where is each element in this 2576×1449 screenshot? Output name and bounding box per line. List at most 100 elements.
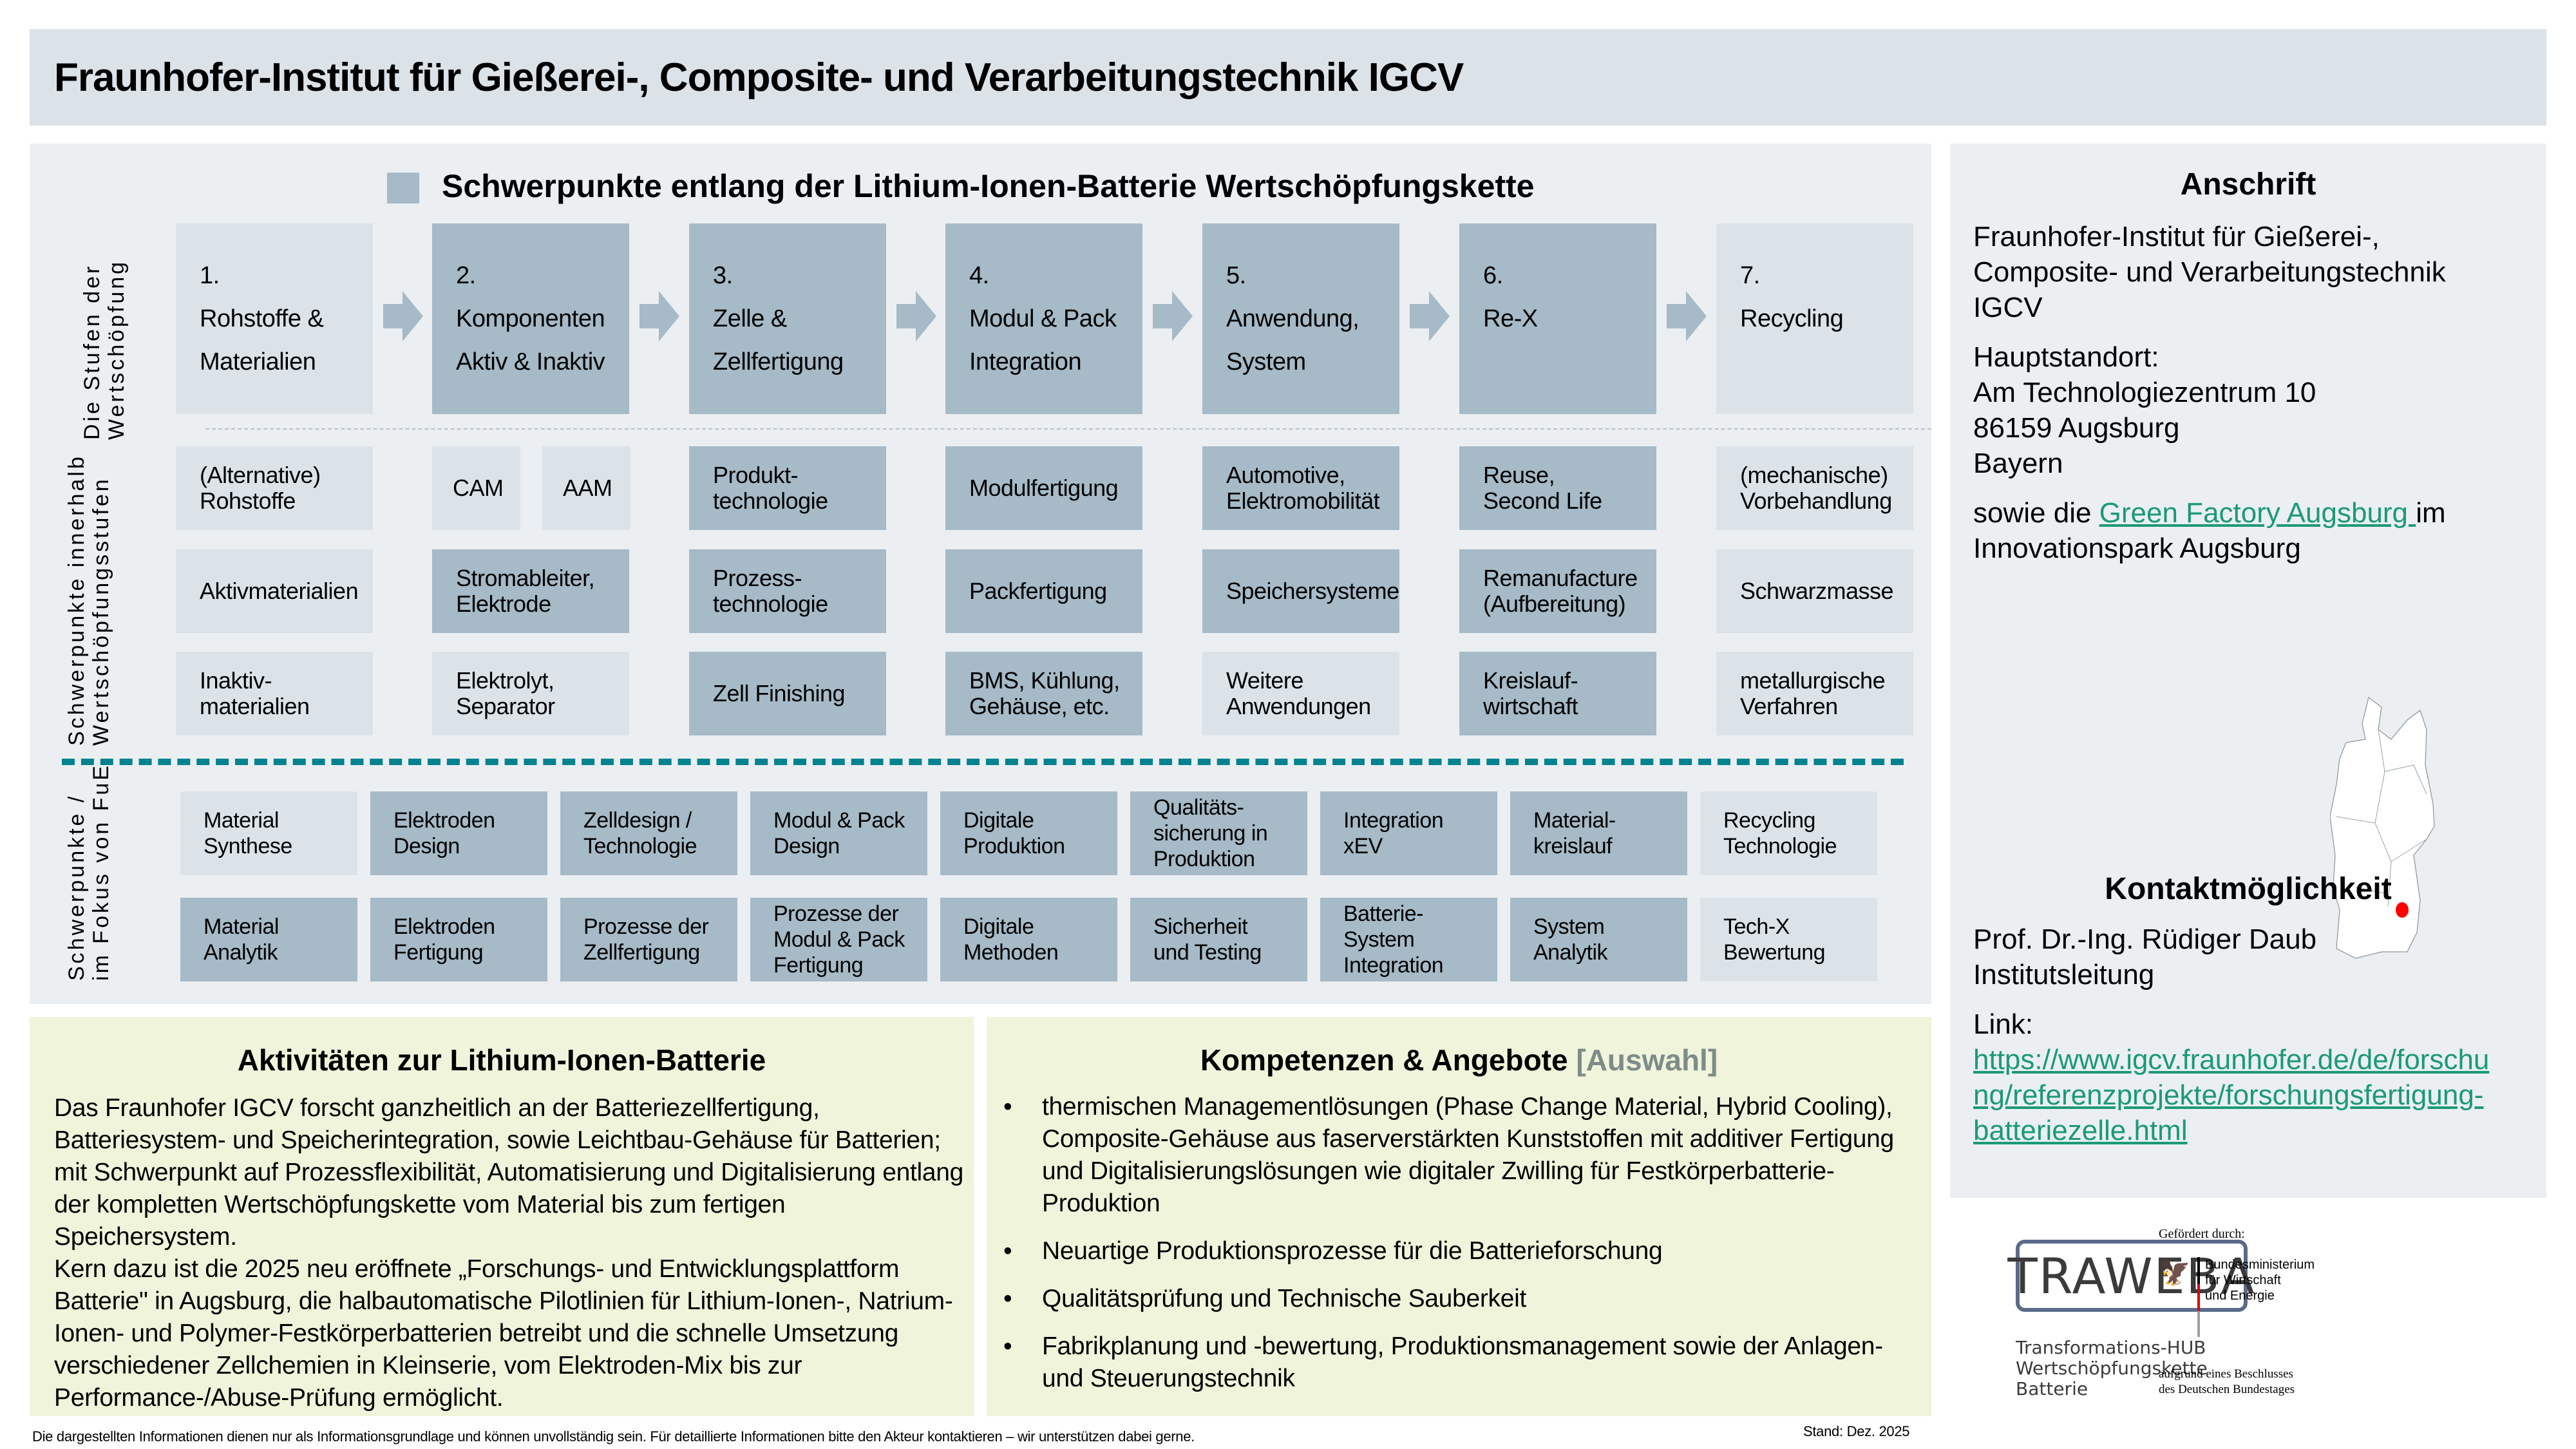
focus-cell: Kreislauf- wirtschaft	[1459, 652, 1656, 735]
stage-box: 6. Re-X	[1459, 223, 1656, 414]
arrow-right-icon	[1410, 291, 1450, 341]
stage-line1: Re-X	[1483, 305, 1538, 332]
value-chain-title: Schwerpunkte entlang der Lithium-Ionen-B…	[442, 168, 1535, 204]
traweba-logo: TRAWEBA Transformations-HUB Wertschöpfun…	[2007, 1240, 2255, 1399]
focus-cell: Modulfertigung	[945, 446, 1142, 530]
stage-number: 2.	[456, 262, 476, 289]
stage-line2	[1483, 341, 1656, 384]
row-label-stages: Die Stufen der Wertschöpfung	[80, 259, 129, 440]
page-title: Fraunhofer-Institut für Gießerei-, Compo…	[54, 55, 1464, 100]
address-city: 86159 Augsburg	[1973, 412, 2180, 444]
contact-block: Prof. Dr.-Ing. Rüdiger Daub Institutslei…	[1973, 922, 2489, 1148]
fue-cell: System Analytik	[1510, 898, 1687, 981]
stage-line2: Zellfertigung	[713, 348, 844, 375]
focus-cell: Produkt- technologie	[689, 446, 886, 530]
arrow-right-icon	[383, 291, 423, 341]
stage-line1: Rohstoffe &	[200, 305, 324, 332]
header-bar: Fraunhofer-Institut für Gießerei-, Compo…	[30, 29, 2546, 126]
focus-cell: CAM	[432, 446, 520, 530]
fue-cell: Recycling Technologie	[1700, 791, 1877, 875]
stage-number: 6.	[1483, 262, 1503, 289]
competence-item: thermischen Managementlösungen (Phase Ch…	[996, 1091, 1910, 1220]
focus-cell: Aktivmaterialien	[176, 549, 373, 633]
stage-box: 5. Anwendung, System	[1202, 223, 1399, 414]
activities-paragraph-2: Kern dazu ist die 2025 neu eröffnete „Fo…	[54, 1255, 953, 1412]
stage-line1: Zelle &	[713, 305, 787, 332]
contact-url-link[interactable]: https://www.igcv.fraunhofer.de/de/forsch…	[1973, 1044, 2490, 1146]
arrow-right-icon	[1153, 291, 1193, 341]
stage-box: 7.Recycling	[1716, 223, 1913, 414]
activities-panel: Aktivitäten zur Lithium-Ionen-Batterie D…	[30, 1017, 974, 1416]
date-stamp: Stand: Dez. 2025	[1803, 1423, 1910, 1439]
divider-dotted	[205, 428, 1931, 430]
competences-title: Kompetenzen & Angebote [Auswahl]	[1200, 1043, 1718, 1077]
fue-cell: Modul & Pack Design	[750, 791, 927, 875]
contact-title: Kontaktmöglichkeit	[2105, 872, 2392, 906]
focus-cell: Stromableiter, Elektrode	[432, 549, 629, 633]
title-marker	[387, 173, 419, 204]
focus-cell: AAM	[542, 446, 630, 530]
focus-cell: Zell Finishing	[689, 652, 886, 735]
focus-cell: Elektrolyt, Separator	[432, 652, 629, 735]
stage-number: 5.	[1226, 262, 1246, 289]
competence-item: Fabrikplanung und -bewertung, Produktion…	[996, 1331, 1910, 1395]
fue-cell: Qualitäts- sicherung in Produktion	[1130, 791, 1307, 875]
location-marker	[2396, 902, 2409, 918]
focus-cell: (mechanische) Vorbehandlung	[1716, 446, 1913, 530]
fue-cell: Material- kreislauf	[1510, 791, 1687, 875]
activities-text: Das Fraunhofer IGCV forscht ganzheitlich…	[54, 1092, 969, 1414]
row-label-fue: Schwerpunkte / im Fokus von FuE	[64, 763, 113, 981]
stage-number: 3.	[713, 262, 733, 289]
fue-cell: Integration xEV	[1320, 791, 1497, 875]
stage-line1: Modul & Pack	[969, 305, 1117, 332]
federal-eagle-icon: 🦅	[2159, 1258, 2191, 1287]
divider-teal-dashed	[62, 759, 1904, 765]
fue-cell: Digitale Produktion	[940, 791, 1117, 875]
arrow-right-icon	[1667, 291, 1707, 341]
fue-cell: Tech-X Bewertung	[1700, 898, 1877, 981]
focus-cell: Reuse, Second Life	[1459, 446, 1656, 530]
fue-cell: Prozesse der Modul & Pack Fertigung	[750, 898, 927, 981]
address-block: Fraunhofer-Institut für Gießerei-, Compo…	[1973, 221, 2446, 564]
competence-item: Neuartige Produktionsprozesse für die Ba…	[996, 1235, 1910, 1267]
value-chain-panel: Schwerpunkte entlang der Lithium-Ionen-B…	[30, 144, 1931, 1004]
bmwe-funding-logo: Gefördert durch: 🦅 Bundesministerium für…	[2159, 1227, 2315, 1396]
stage-number: 7.	[1740, 262, 1760, 289]
germany-map-icon	[2330, 696, 2435, 959]
stage-line2: Aktiv & Inaktiv	[456, 348, 605, 375]
focus-cell: metallurgische Verfahren	[1716, 652, 1913, 735]
focus-cell: (Alternative) Rohstoffe	[176, 446, 373, 530]
competence-item: Qualitätsprüfung und Technische Sauberke…	[996, 1283, 1910, 1315]
focus-cell: Remanufacture (Aufbereitung)	[1459, 549, 1656, 633]
competences-panel: Kompetenzen & Angebote [Auswahl] thermis…	[987, 1017, 1931, 1416]
row-label-focus: Schwerpunkte innerhalb Wertschöpfungsstu…	[64, 454, 113, 746]
contact-name: Prof. Dr.-Ing. Rüdiger Daub	[1973, 923, 2317, 955]
stage-line2: System	[1226, 348, 1306, 375]
fue-cell: Batterie- System Integration	[1320, 898, 1497, 981]
fue-cell: Material Analytik	[180, 898, 357, 981]
activities-title: Aktivitäten zur Lithium-Ionen-Batterie	[237, 1043, 766, 1077]
green-factory-link[interactable]: Green Factory Augsburg	[2099, 497, 2416, 529]
stage-box: 3. Zelle & Zellfertigung	[689, 223, 886, 414]
stage-box: 1.Rohstoffe &Materialien	[176, 223, 373, 414]
competences-title-suffix: [Auswahl]	[1576, 1043, 1718, 1077]
fue-cell: Zelldesign / Technologie	[560, 791, 737, 875]
focus-cell: Prozess- technologie	[689, 549, 886, 633]
focus-cell: Automotive, Elektromobilität	[1202, 446, 1399, 530]
focus-cell: Weitere Anwendungen	[1202, 652, 1399, 735]
address-street: Am Technologiezentrum 10	[1973, 377, 2316, 408]
stage-line1: Komponenten	[456, 305, 605, 332]
focus-cell: Schwarzmasse	[1716, 549, 1913, 633]
fue-cell: Sicherheit und Testing	[1130, 898, 1307, 981]
stage-line2	[1740, 341, 1913, 384]
focus-cell: Packfertigung	[945, 549, 1142, 633]
contact-role: Institutsleitung	[1973, 959, 2155, 990]
fue-cell: Digitale Methoden	[940, 898, 1117, 981]
activities-paragraph-1: Das Fraunhofer IGCV forscht ganzheitlich…	[54, 1094, 964, 1251]
focus-cell: BMS, Kühlung, Gehäuse, etc.	[945, 652, 1142, 735]
focus-cell: Speichersysteme	[1202, 549, 1399, 633]
stage-line1: Anwendung,	[1226, 305, 1359, 332]
arrow-right-icon	[639, 291, 679, 341]
